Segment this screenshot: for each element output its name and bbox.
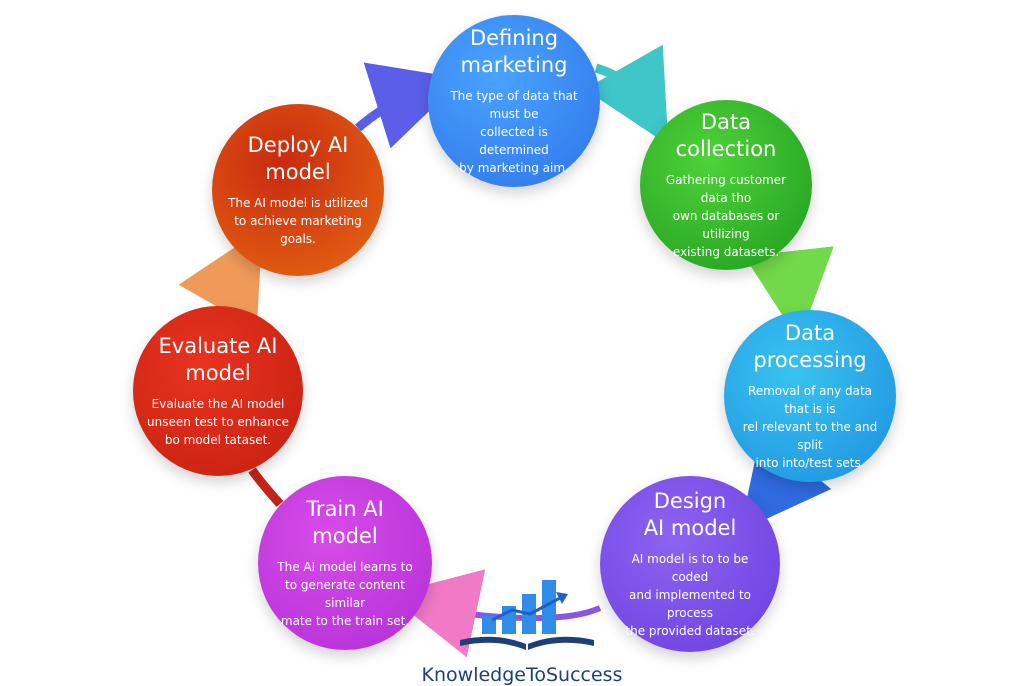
node-title: Design AI model xyxy=(643,489,737,540)
arrow-design-to-train-head xyxy=(387,569,486,658)
node-description: The AI model is utilized to achieve mark… xyxy=(228,196,368,246)
logo-book-left xyxy=(460,636,526,650)
node-title: Defining marketing xyxy=(460,26,568,77)
node-title: Data collection xyxy=(675,110,777,161)
node-description: AI model is to to be coded and implement… xyxy=(625,552,755,638)
arrow-define-to-collect xyxy=(584,44,669,146)
logo-trend-arrow xyxy=(491,596,561,622)
node-description: Removal of any data that is is rel relev… xyxy=(742,384,878,470)
book-bar-chart-icon xyxy=(460,580,594,650)
node-title: Data processing xyxy=(753,321,867,372)
node-defining-marketing: Defining marketing The type of data that… xyxy=(428,15,600,187)
logo-trend-arrowhead xyxy=(556,592,568,604)
node-data-collection: Data collection Gathering customer data … xyxy=(640,100,812,270)
arrow-evaluate-to-deploy xyxy=(178,228,263,330)
node-description: The type of data that must be collected … xyxy=(450,89,578,175)
node-data-processing: Data processing Removal of any data that… xyxy=(724,310,896,482)
node-description: Gathering customer data tho own database… xyxy=(665,173,787,259)
arrow-train-to-evaluate xyxy=(248,467,284,508)
node-description: Evaluate the AI model unseen test to enh… xyxy=(147,397,289,447)
node-evaluate-ai-model: Evaluate AI model Evaluate the AI model … xyxy=(133,306,303,476)
logo-book-right xyxy=(528,636,594,650)
arrow-deploy-to-define xyxy=(355,62,463,149)
node-deploy-ai-model: Deploy AI model The AI model is utilized… xyxy=(212,104,384,276)
node-title: Deploy AI model xyxy=(247,133,349,184)
node-description: The AI model learns to to generate conte… xyxy=(277,560,413,628)
node-train-ai-model: Train AI model The AI model learns to to… xyxy=(258,476,432,650)
arrow-collect-to-process xyxy=(744,246,834,341)
arrow-process-to-design xyxy=(739,432,832,532)
node-title: Train AI model xyxy=(306,497,384,548)
logo-bar xyxy=(542,580,556,634)
node-title: Evaluate AI model xyxy=(158,334,278,385)
brand-name: KnowledgeToSuccess xyxy=(421,664,623,686)
node-design-ai-model: Design AI model AI model is to to be cod… xyxy=(600,476,780,652)
